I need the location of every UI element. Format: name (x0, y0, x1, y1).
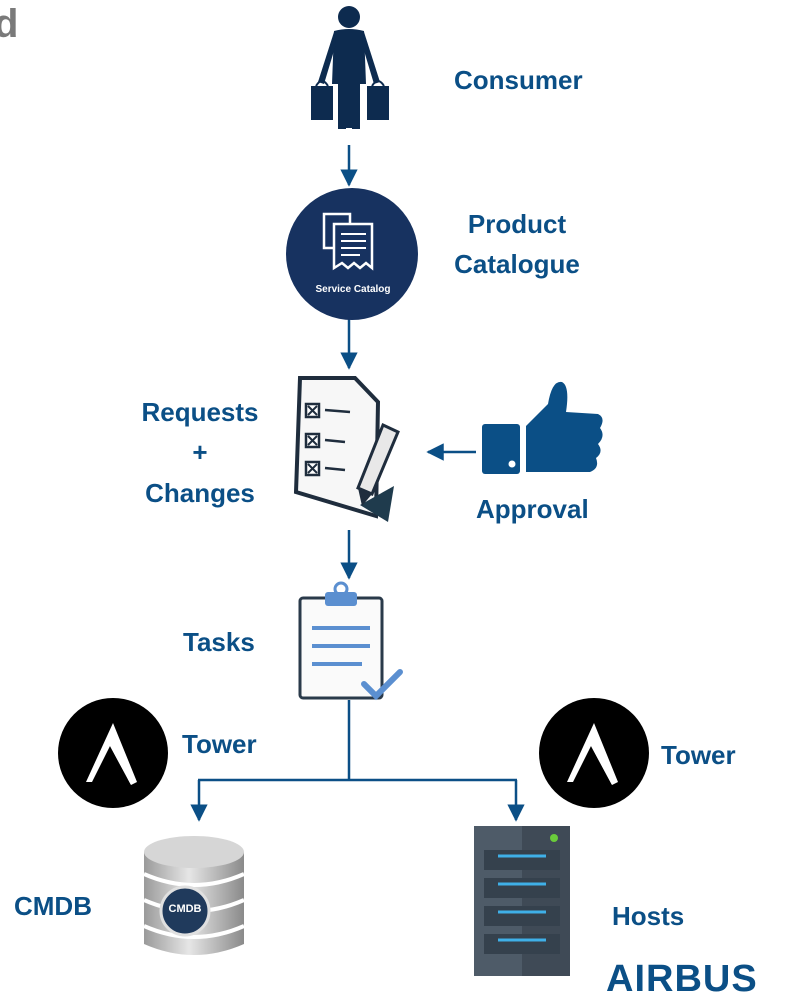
cropped-corner-text: d (0, 2, 19, 46)
cmdb-icon-text: CMDB (168, 903, 202, 915)
requests-line-2: + (192, 437, 208, 468)
clipboard-check-icon (298, 581, 403, 701)
tower-left-label: Tower (182, 729, 257, 759)
product-catalogue-label: Product Catalogue (432, 204, 602, 285)
catalogue-line-1: Product (467, 209, 567, 239)
service-catalog-icon (286, 188, 418, 320)
requests-line-3: Changes (145, 477, 255, 508)
hosts-label: Hosts (612, 901, 685, 931)
checklist-form-icon (293, 376, 400, 522)
server-rack-icon (474, 826, 570, 976)
approval-label: Approval (476, 494, 589, 524)
requests-line-1: Requests (141, 397, 259, 427)
cmdb-label: CMDB (14, 891, 92, 921)
person-with-bags-icon (311, 6, 389, 129)
consumer-label: Consumer (454, 65, 583, 95)
thumbs-up-icon (482, 381, 603, 474)
tasks-label: Tasks (183, 627, 255, 657)
airbus-logo: AIRBUS (606, 958, 758, 1000)
tower-right-label: Tower (661, 740, 736, 770)
catalogue-line-2: Catalogue (454, 249, 580, 280)
ansible-logo-icon-right (539, 698, 649, 808)
database-icon (143, 836, 245, 955)
service-catalog-icon-text: Service Catalog (315, 284, 391, 295)
connector-arrows (190, 145, 525, 822)
ansible-logo-icon-left (58, 698, 168, 808)
requests-changes-label: Requests + Changes (126, 392, 274, 513)
